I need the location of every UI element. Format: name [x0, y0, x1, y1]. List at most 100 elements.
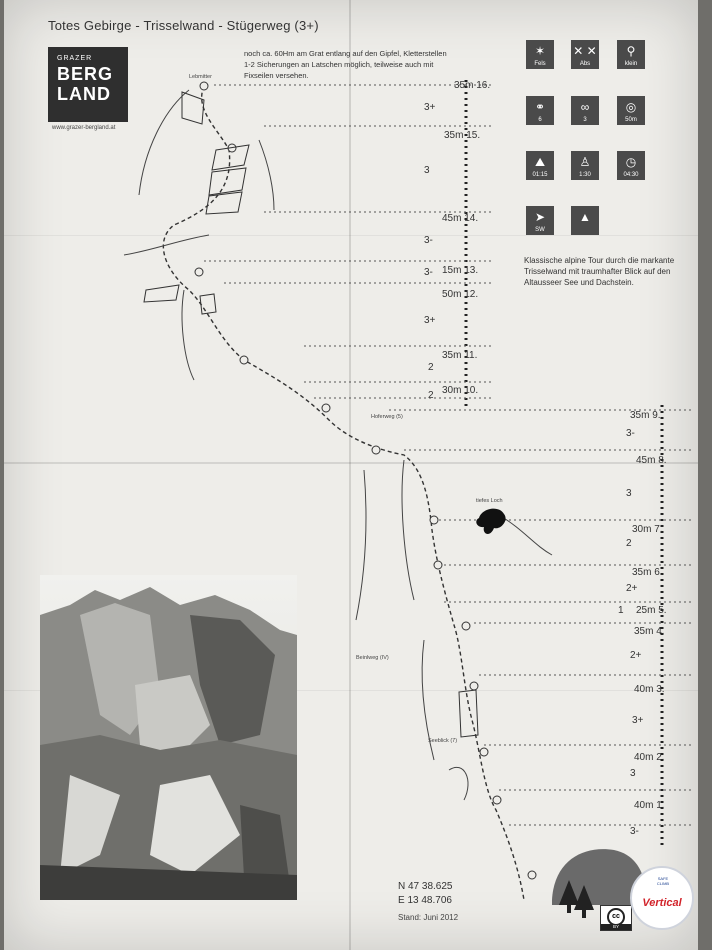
pitch-number: 14.	[464, 213, 479, 224]
pitch-length: 40m	[634, 684, 654, 695]
wall-profile-icon: ▲	[571, 206, 599, 235]
pitch-label: 45m 8.	[636, 455, 667, 466]
pitch-label: 45m 14.	[442, 213, 478, 224]
pitch-number: 2.	[656, 752, 665, 763]
pitch-number: 5.	[658, 605, 667, 616]
pitch-label: 35m 11.	[442, 350, 477, 361]
pitch-label: 15m 13.	[442, 265, 478, 276]
pitch-number: 9.	[652, 410, 661, 421]
logo-line3: LAND	[57, 84, 111, 104]
clock-icon: ◷04:30	[617, 151, 645, 180]
logo-url: www.grazer-bergland.at	[52, 125, 116, 131]
tile-caption: 1:30	[579, 172, 591, 178]
pitch-number: 15.	[466, 130, 481, 141]
grade-label: 3-	[630, 826, 639, 837]
rock-slabs	[143, 91, 479, 738]
vertical-fold	[349, 0, 351, 950]
logo-line2: BERG	[57, 64, 114, 84]
lower-belay-lines	[389, 409, 694, 826]
grade-label: 2	[428, 390, 434, 401]
pitch-number: 7.	[654, 524, 663, 535]
grade-label: 3+	[632, 715, 644, 726]
pitch-number: 12.	[464, 289, 479, 300]
gps-coordinates: N 47 38.625 E 13 48.706	[398, 880, 453, 908]
grade-label: 2	[626, 538, 632, 549]
quickdraw-icon: ⚭6	[526, 96, 554, 125]
badge-brand: Vertical	[642, 897, 682, 909]
rope-icon: ◎50m	[617, 96, 645, 125]
pitch-label: 30m 7.	[632, 524, 663, 535]
pitch-number: 16.	[476, 80, 491, 91]
topo-sheet: Totes Gebirge - Trisselwand - Stügerweg …	[4, 0, 698, 950]
grade-label: 2+	[630, 650, 642, 661]
pitch-number: 11.	[464, 350, 478, 361]
pitch-number: 3.	[656, 684, 665, 695]
coord-north: N 47 38.625	[398, 881, 453, 892]
pitch-label: 30m 10.	[442, 385, 478, 396]
pitch-length: 35m	[442, 350, 462, 361]
pitch-number: 8.	[658, 455, 667, 466]
pitch-label: 50m 12.	[442, 289, 478, 300]
pitch-label: 40m 2.	[634, 752, 665, 763]
grade-label: 3	[424, 165, 430, 176]
deep-hole-icon	[476, 508, 506, 535]
tile-caption: 6	[538, 117, 542, 123]
crease-line	[4, 235, 698, 236]
route-line	[162, 85, 525, 901]
wall-photo	[40, 575, 297, 900]
crease-line	[4, 690, 698, 691]
pitch-length: 45m	[636, 455, 656, 466]
pitch-label: 25m 5.	[636, 605, 667, 616]
creative-commons-icon: cc BY	[600, 905, 632, 931]
tile-symbol: ✕ ✕	[573, 44, 597, 58]
route-topo-drawing	[123, 80, 694, 918]
pitch-length: 35m	[632, 567, 652, 578]
grade-label: 2+	[626, 583, 638, 594]
pitch-label: 35m 15.	[444, 130, 480, 141]
bolt-icon: ⚲klein	[617, 40, 645, 69]
cc-by-label: BY	[601, 924, 631, 930]
mountain-photo-icon	[40, 575, 297, 900]
grade-label: 3+	[424, 315, 436, 326]
tile-symbol: ♙	[579, 155, 591, 169]
terrain-outlines	[123, 89, 553, 801]
pitch-number: 6.	[654, 567, 663, 578]
summit-note: noch ca. 60Hm am Grat entlang auf den Gi…	[244, 49, 447, 80]
grade-label: 3-	[424, 267, 433, 278]
grade-label: 3-	[626, 428, 635, 439]
pitch-length: 30m	[632, 524, 652, 535]
deep-hole-label: tiefes Loch	[476, 498, 503, 504]
grade-label: 1	[618, 605, 624, 616]
route-description: Klassische alpine Tour durch die markant…	[524, 256, 675, 287]
tile-caption: Abs	[579, 61, 591, 67]
pitch-label: 35m 9.	[630, 410, 661, 421]
pitch-length: 35m	[444, 130, 464, 141]
approach-icon: ⛰01:15	[526, 151, 554, 180]
vertical-watermark-logo: SAFE CLIMB Vertical	[630, 866, 694, 930]
tile-symbol: ⛰	[534, 155, 546, 169]
pitch-length: 35m	[634, 626, 654, 637]
sling-icon: ∞3	[571, 96, 599, 125]
boulder-icon	[552, 849, 646, 905]
logo: GRAZER BERG LAND	[48, 47, 128, 122]
tile-caption: klein	[624, 61, 638, 67]
seeblick-label: Seeblick (7)	[428, 738, 458, 744]
logo-line1: GRAZER	[57, 55, 93, 62]
pitch-number: 10.	[464, 385, 479, 396]
grade-label: 3	[626, 488, 632, 499]
pitch-length: 35m	[454, 80, 474, 91]
tile-caption: 50m	[625, 117, 637, 123]
pitch-length: 35m	[630, 410, 650, 421]
tile-symbol: ▲	[579, 210, 591, 224]
upper-belay-lines	[204, 84, 494, 399]
horizontal-fold	[4, 462, 698, 464]
pitch-length: 15m	[442, 265, 462, 276]
pitch-number: 13.	[464, 265, 479, 276]
hoferweg-label: Hoferweg (5)	[371, 414, 403, 420]
tile-symbol: ◷	[625, 155, 637, 169]
pitch-number: 1.	[656, 800, 665, 811]
pitch-length: 40m	[634, 752, 654, 763]
grade-label: 3+	[424, 102, 436, 113]
pitch-length: 25m	[636, 605, 656, 616]
tile-symbol: ✶	[534, 44, 546, 58]
